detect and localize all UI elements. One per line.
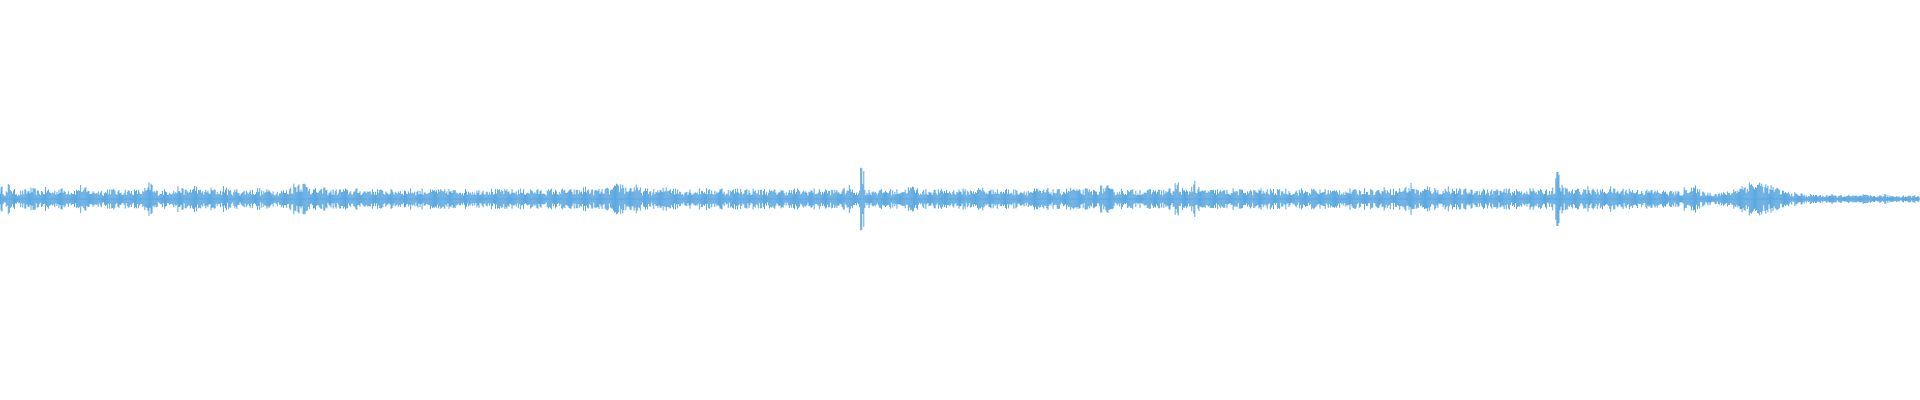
- waveform-bars: [0, 167, 1920, 231]
